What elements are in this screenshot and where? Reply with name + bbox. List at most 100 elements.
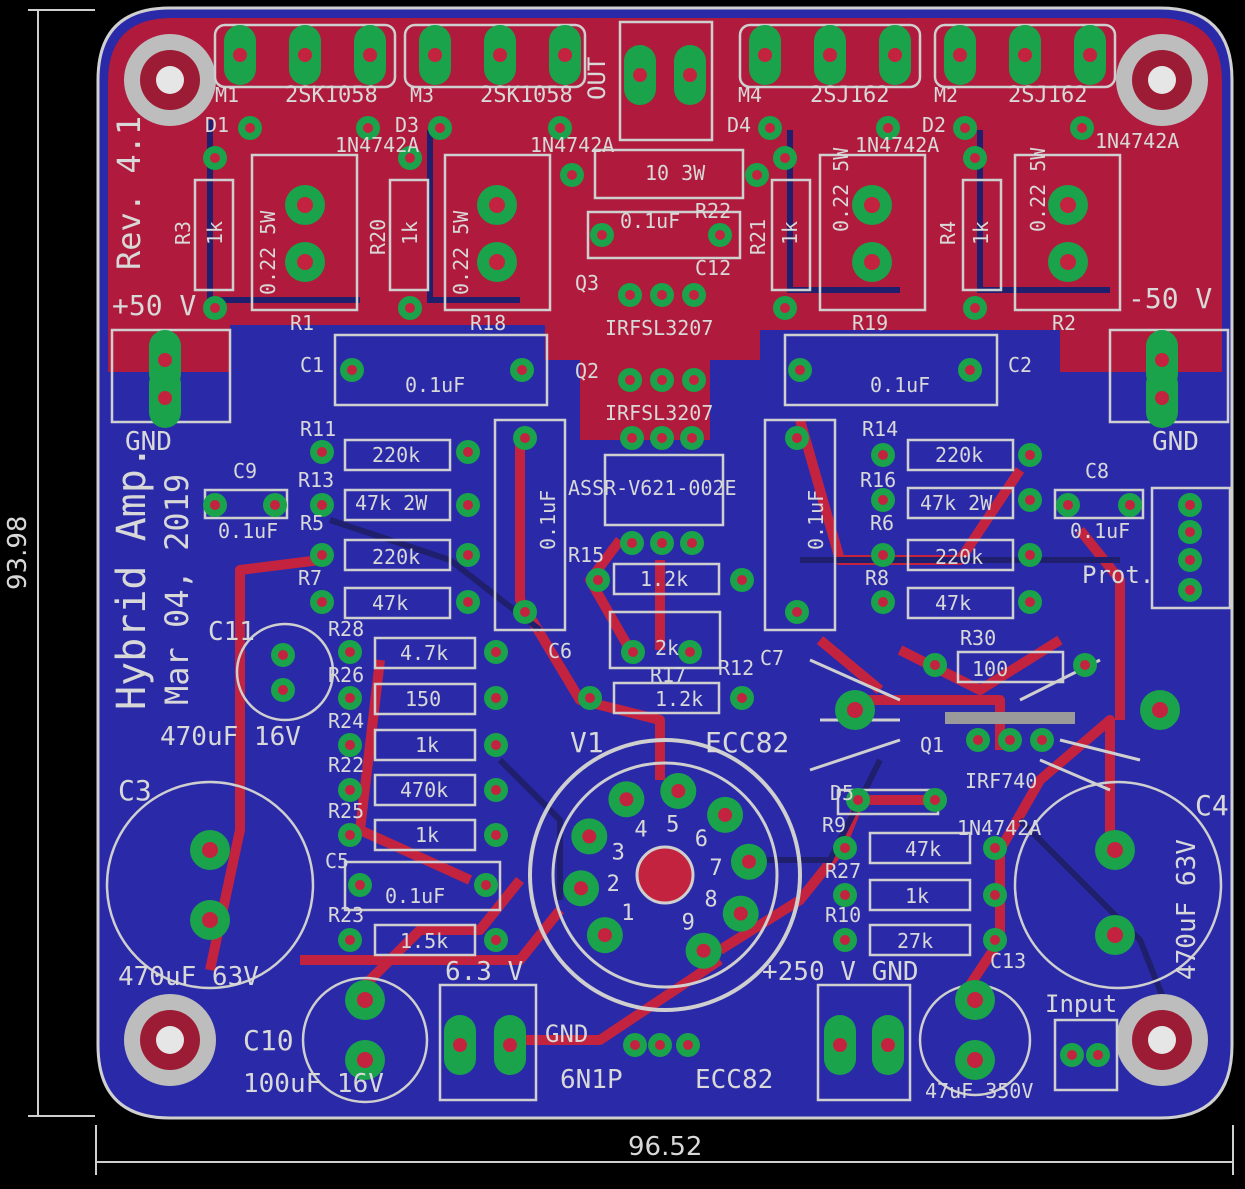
pad (1073, 653, 1097, 677)
tube-pin (608, 781, 645, 818)
capacitor-ref: C3 (118, 774, 152, 807)
pad (340, 358, 364, 382)
pad (833, 928, 857, 952)
tube-ref: V1 (570, 726, 604, 759)
resistor-value: 1k (398, 221, 422, 245)
pad (190, 830, 230, 870)
pad (289, 25, 321, 85)
tube-pin (586, 917, 623, 954)
capacitor-value: 47uF 350V (925, 1079, 1033, 1103)
pad (749, 25, 781, 85)
pad (310, 543, 334, 567)
resistor-value: 1k (778, 221, 802, 245)
resistor-ref: R4 (936, 221, 960, 245)
resistor-ref: R24 (328, 709, 364, 733)
pad (477, 242, 517, 282)
diode-ref: D1 (205, 113, 229, 137)
pad (871, 543, 895, 567)
diode-part: 1N4742A (335, 133, 419, 157)
pad (923, 653, 947, 677)
capacitor-value: 100uF 16V (243, 1069, 384, 1099)
tube-pin-number: 5 (666, 813, 679, 838)
tube-pin (707, 796, 744, 833)
resistor-ref: R20 (366, 219, 390, 255)
board-date: Mar 04, 2019 (158, 474, 196, 705)
pad (398, 296, 422, 320)
resistor-ref: R1 (290, 311, 314, 335)
pad (203, 146, 227, 170)
capacitor-value: 0.1uF (218, 519, 278, 543)
pad (1018, 590, 1042, 614)
resistor-ref: R22 (695, 199, 731, 223)
resistor-body (612, 562, 721, 596)
tube-pin (660, 773, 697, 810)
resistor-ref: R6 (870, 511, 894, 535)
mosfet-part: 2SK1058 (285, 83, 378, 108)
resistor-ref: R15 (568, 543, 604, 567)
pad (338, 823, 362, 847)
pad (513, 600, 537, 624)
transistor-part: IRFSL3207 (605, 401, 713, 425)
resistor-value: 1k (203, 221, 227, 245)
pad (955, 980, 995, 1020)
pad (474, 873, 498, 897)
pad (1178, 493, 1202, 517)
resistor-ref: R12 (718, 656, 754, 680)
revision-label: Rev. 4.1 (110, 116, 148, 270)
dimension-lines (28, 9, 1234, 1175)
capacitor-value: 470uF 63V (1172, 839, 1202, 980)
capacitor-value: 0.1uF (804, 490, 828, 550)
pad (1074, 25, 1106, 85)
pad (983, 928, 1007, 952)
pad (338, 686, 362, 710)
diode-part: 1N4742A (530, 133, 614, 157)
pad (1009, 25, 1041, 85)
input-label: Input (1045, 990, 1117, 1018)
pad (1056, 493, 1080, 517)
resistor-ref: R18 (470, 311, 506, 335)
pad (852, 185, 892, 225)
pad (428, 116, 452, 140)
pad (745, 163, 769, 187)
pad (624, 45, 656, 105)
pad (356, 116, 380, 140)
tube-pin-number: 9 (682, 910, 695, 935)
resistor-value: 4.7k (400, 641, 448, 665)
resistor-value: 150 (405, 687, 441, 711)
mosfet-ref: M3 (410, 83, 434, 107)
pad (484, 733, 508, 757)
pad (238, 116, 262, 140)
pad (354, 25, 386, 85)
pad (1070, 116, 1094, 140)
pad (953, 116, 977, 140)
top-copper-pour (108, 18, 1222, 440)
resistor-ref: R21 (746, 219, 770, 255)
mounting-holes (124, 34, 1208, 1086)
resistor-value: 100 (972, 657, 1008, 681)
silkscreen-outlines (105, 20, 1232, 1104)
pad (338, 778, 362, 802)
diode-ref: D4 (727, 113, 751, 137)
resistor-ref: R5 (300, 511, 324, 535)
pad (923, 788, 947, 812)
capacitor-value: 470uF 63V (118, 962, 259, 992)
resistor-ref: R10 (825, 903, 861, 927)
diode-part: 1N4742A (855, 133, 939, 157)
gnd-left-label: GND (125, 427, 172, 457)
diode-part: 1N4742A (957, 816, 1041, 840)
resistor-value: 27k (897, 929, 933, 953)
pad (871, 488, 895, 512)
pad (621, 640, 645, 664)
tube-pin-number: 2 (607, 872, 620, 897)
pad (456, 440, 480, 464)
capacitor-value: 0.1uF (620, 209, 680, 233)
pad (285, 185, 325, 225)
capacitor-ref: C7 (760, 646, 784, 670)
pad (876, 116, 900, 140)
resistor-value: 0.22 5W (829, 147, 853, 232)
gnd-right-label: GND (1152, 427, 1199, 457)
pad (419, 25, 451, 85)
pad (650, 368, 674, 392)
pad (944, 25, 976, 85)
